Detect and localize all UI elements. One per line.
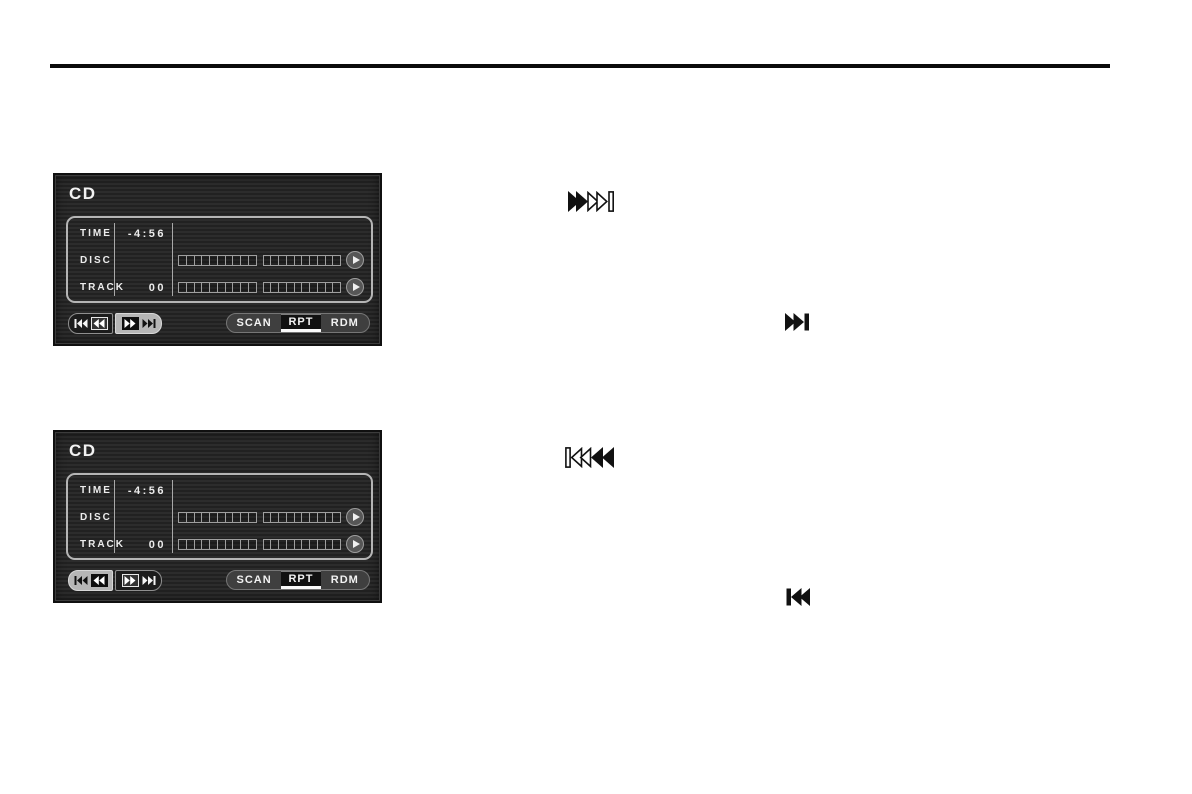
transport-control [68,313,162,334]
mode-button-group: SCAN RPT RDM [226,570,370,590]
play-icon [352,513,360,521]
disc-progress-bar [178,512,341,523]
play-icon [352,540,360,548]
track-progress-bar [178,282,341,293]
cd-screen-rewind: CD TIME -4:56 DISC TRACK 00 [53,430,382,603]
mode-rdm-button[interactable]: RDM [330,574,359,586]
previous-track-icon [74,576,87,585]
play-icon [352,256,360,264]
top-rule [50,64,1110,68]
track-play-button[interactable] [346,535,364,553]
rewind-icon [93,576,105,585]
screen-title: CD [69,441,97,460]
rewind-button[interactable] [90,317,108,330]
divider-line [172,223,173,296]
rewind-icon [93,319,105,328]
track-play-button[interactable] [346,278,364,296]
time-value: -4:56 [127,485,166,497]
mode-rdm-button[interactable]: RDM [330,317,359,329]
fast-forward-button[interactable] [121,317,139,330]
transport-control [68,570,162,591]
seek-forward-group[interactable] [115,313,162,334]
next-track-icon [142,319,155,328]
previous-track-icon [786,588,810,606]
rewind-seek-icon [565,447,614,468]
time-value: -4:56 [127,228,166,240]
screen-title: CD [69,184,97,203]
seek-backward-group[interactable] [68,570,113,591]
cd-display-box: TIME -4:56 DISC TRACK 00 [66,216,373,303]
mode-button-group: SCAN RPT RDM [226,313,370,333]
time-label: TIME [80,485,112,496]
mode-rpt-button[interactable]: RPT [281,571,321,589]
divider-line [172,480,173,553]
track-label: TRACK [80,539,125,550]
track-progress-bar [178,539,341,550]
seek-forward-group[interactable] [115,570,162,591]
fast-forward-icon [124,319,136,328]
cd-screen-fast-forward: CD TIME -4:56 DISC TRACK 00 [53,173,382,346]
next-track-icon [785,313,809,331]
seek-backward-group[interactable] [68,313,113,334]
fast-forward-button[interactable] [121,574,139,587]
fast-forward-icon [124,576,136,585]
track-label: TRACK [80,282,125,293]
track-value: 00 [148,282,166,294]
play-icon [352,283,360,291]
time-label: TIME [80,228,112,239]
track-value: 00 [148,539,166,551]
disc-progress-bar [178,255,341,266]
disc-play-button[interactable] [346,508,364,526]
disc-label: DISC [80,255,112,266]
cd-display-box: TIME -4:56 DISC TRACK 00 [66,473,373,560]
next-track-icon [142,576,155,585]
mode-scan-button[interactable]: SCAN [236,317,272,329]
rewind-button[interactable] [90,574,108,587]
disc-play-button[interactable] [346,251,364,269]
disc-label: DISC [80,512,112,523]
fast-forward-seek-icon [568,191,614,212]
previous-track-icon [74,319,87,328]
divider-line [114,480,115,553]
mode-rpt-button[interactable]: RPT [281,314,321,332]
mode-scan-button[interactable]: SCAN [236,574,272,586]
divider-line [114,223,115,296]
